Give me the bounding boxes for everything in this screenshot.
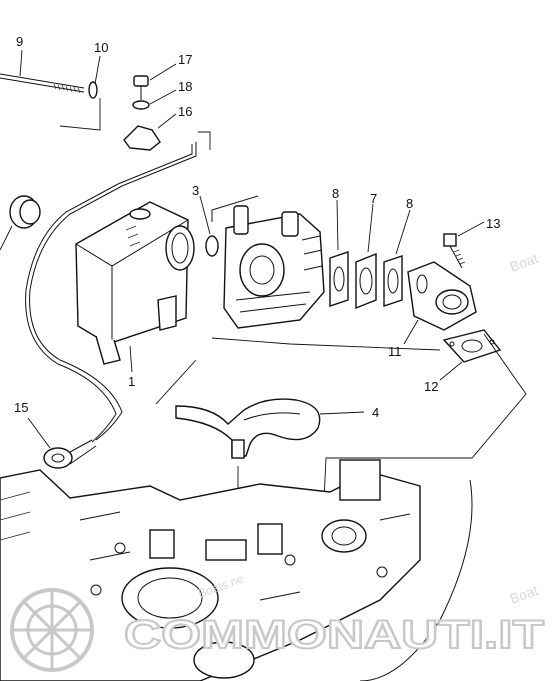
rubber-grommet — [0, 195, 41, 251]
assembly-guide-lines — [155, 333, 527, 510]
callout-3: 3 — [192, 183, 199, 198]
callout-8-left: 8 — [332, 186, 339, 201]
washer-part-18 — [132, 89, 177, 110]
o-ring-part-3 — [199, 195, 219, 257]
callout-10: 10 — [94, 40, 108, 55]
callout-13: 13 — [486, 216, 500, 231]
gasket-part-8-right — [383, 209, 411, 307]
callout-18: 18 — [178, 79, 192, 94]
callout-1: 1 — [128, 374, 135, 389]
callout-12: 12 — [424, 379, 438, 394]
gasket-part-12 — [439, 329, 502, 381]
hose-arc-right — [359, 479, 473, 681]
watermark-brand: COMMONAUTI.IT — [124, 613, 544, 657]
bolt-part-13 — [443, 221, 485, 269]
watermark-corner-bottom: Boat — [508, 582, 541, 607]
callout-9: 9 — [16, 34, 23, 49]
engine-block — [0, 459, 421, 681]
intake-manifold-part-11 — [403, 261, 477, 345]
callout-4: 4 — [372, 405, 379, 420]
gasket-part-8-left — [329, 199, 349, 307]
long-bolt-part-9 — [0, 49, 85, 94]
callout-16: 16 — [178, 104, 192, 119]
callout-11: 11 — [388, 344, 402, 359]
callout-15: 15 — [14, 400, 28, 415]
washer-part-10 — [59, 55, 101, 131]
throttle-cable — [25, 131, 211, 443]
callout-8-right: 8 — [406, 196, 413, 211]
brand-logo-icon — [10, 588, 94, 672]
intake-silencer-part-1 — [75, 201, 195, 373]
screw-part-17 — [133, 63, 177, 100]
carburetor — [211, 195, 325, 329]
callout-17: 17 — [178, 52, 192, 67]
watermark-corner-top: Boat — [508, 250, 541, 275]
spacer-part-7 — [355, 203, 377, 310]
fuel-hose-part-4 — [175, 398, 365, 459]
cable-end-part-15 — [27, 417, 97, 469]
clip-part-16 — [123, 113, 177, 151]
callout-labels: 9 10 17 18 16 3 8 7 8 13 11 12 1 15 4 — [14, 34, 500, 420]
callout-7: 7 — [370, 191, 377, 206]
